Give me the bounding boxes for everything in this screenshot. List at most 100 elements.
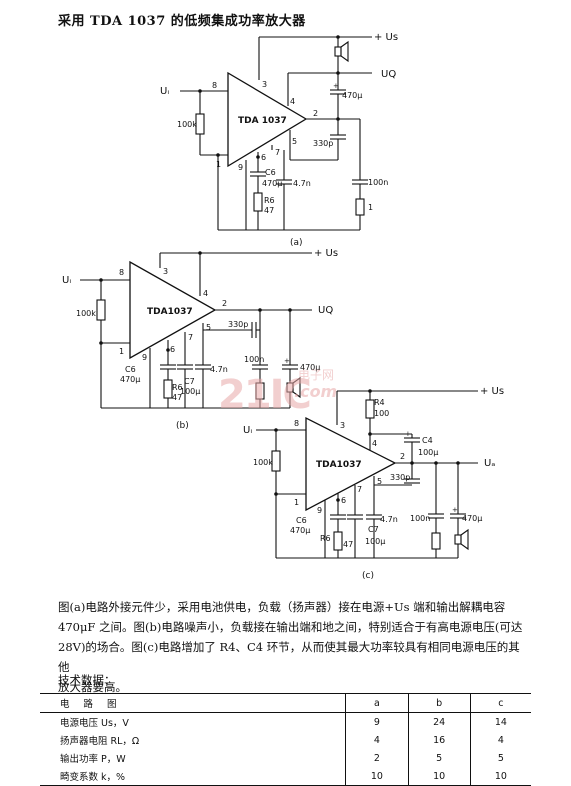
capacitor-label: 330p xyxy=(313,139,333,148)
pin-label: 1 xyxy=(119,347,124,356)
speaker-icon xyxy=(454,534,462,545)
table-header: 电路图 xyxy=(40,693,347,713)
table-cell: 5 xyxy=(407,749,471,767)
r4-label: R4 xyxy=(374,398,385,407)
capacitor-label: 330p xyxy=(390,473,410,482)
pin-label: 1 xyxy=(294,498,299,507)
c7-value: 100μ xyxy=(180,387,200,396)
resistor-1 xyxy=(355,198,365,216)
circuit-b: TDA1037 Uᵢ 8 100k 1 3 + Us 4 2 UQ 5 330p xyxy=(62,248,338,431)
pin-label: 6 xyxy=(341,496,346,505)
r6-label: R6 xyxy=(172,383,183,392)
pin-label: 4 xyxy=(372,439,377,448)
pin-label: 3 xyxy=(262,80,267,89)
c4-label: C4 xyxy=(422,436,433,445)
resistor-label: 1 xyxy=(368,203,373,212)
supply-label: + Us xyxy=(314,248,338,259)
table-cell: 5 xyxy=(469,749,531,767)
r6-value: 47 xyxy=(172,393,182,402)
pin-label: 6 xyxy=(261,153,266,162)
pin-label: 5 xyxy=(377,477,382,486)
speaker-icon xyxy=(334,46,342,57)
capacitor-label: 100n xyxy=(368,178,388,187)
pin-label: 7 xyxy=(275,148,280,157)
c6-label: C6 xyxy=(125,365,136,374)
table-row: 扬声器电阻 RL，Ω 4 16 4 xyxy=(40,731,531,749)
resistor-label: 100k xyxy=(253,458,273,467)
capacitor-label: 4.7n xyxy=(210,365,228,374)
pin-label: 8 xyxy=(294,419,299,428)
pin-label: 2 xyxy=(222,299,227,308)
amplifier-triangle xyxy=(305,416,397,512)
amplifier-triangle xyxy=(227,71,308,168)
resistor-100k xyxy=(195,113,205,135)
caption: (b) xyxy=(176,421,189,431)
resistor-r6 xyxy=(163,379,173,399)
c6-value: 470μ xyxy=(290,526,310,535)
circuit-a: TDA 1037 Uᵢ 8 100k 1 3 + Us 4 UQ + xyxy=(160,32,398,248)
capacitor-label: 470μ xyxy=(342,91,362,100)
c6-value: 470μ xyxy=(120,375,140,384)
resistor-label: 100k xyxy=(76,309,96,318)
supply-label: + Us xyxy=(480,386,504,397)
pin-label: 5 xyxy=(206,323,211,332)
pin-label: 9 xyxy=(317,506,322,515)
resistor-r6 xyxy=(333,531,343,551)
c7-value: 100μ xyxy=(365,537,385,546)
table-cell: 2 xyxy=(345,749,409,767)
capacitor-label: 100n xyxy=(410,514,430,523)
resistor-100k xyxy=(96,299,106,321)
table-cell: 14 xyxy=(469,712,531,731)
pin-label: 3 xyxy=(163,267,168,276)
table-row: 畸变系数 k，% 10 10 10 xyxy=(40,767,531,786)
table-cell: 输出功率 P，W xyxy=(40,749,347,767)
capacitor-label: 470μ xyxy=(300,363,320,372)
capacitor-label: 100n xyxy=(244,355,264,364)
speaker-icon xyxy=(286,382,294,393)
caption: (a) xyxy=(290,238,303,248)
c7-label: C7 xyxy=(368,525,379,534)
resistor-r4 xyxy=(365,399,375,419)
table-cell: 10 xyxy=(469,767,531,786)
amplifier-triangle xyxy=(129,260,217,360)
table-cell: 4 xyxy=(345,731,409,749)
description-line: 放大器要高。 xyxy=(58,680,127,694)
caption: (c) xyxy=(362,571,374,581)
resistor-1 xyxy=(255,382,265,400)
description-line: 470μF 之间。图(b)电路噪声小，负载接在输出端和地之间，特别适合于有高电源… xyxy=(58,620,523,634)
table-cell: 4 xyxy=(469,731,531,749)
circuit-diagrams: TDA 1037 Uᵢ 8 100k 1 3 + Us 4 UQ + xyxy=(62,32,504,581)
c7-label: C7 xyxy=(184,377,195,386)
svg-text:+: + xyxy=(333,82,339,90)
output-label: UQ xyxy=(381,69,396,80)
pin-label: 9 xyxy=(142,353,147,362)
description: 图(a)电路外接元件少，采用电池供电，负载（扬声器）接在电源+Us 端和输出解耦… xyxy=(58,597,528,697)
r6-label: R6 xyxy=(264,196,275,205)
r6-label: R6 xyxy=(320,534,331,543)
input-label: Uᵢ xyxy=(160,86,169,97)
c6-label: C6 xyxy=(296,516,307,525)
output-label: UQ xyxy=(318,305,333,316)
r6-value: 47 xyxy=(264,206,274,215)
table-header: a xyxy=(345,693,409,713)
svg-text:+: + xyxy=(284,357,290,365)
svg-text:+: + xyxy=(405,430,411,438)
page-title: 采用 TDA 1037 的低频集成功率放大器 xyxy=(58,14,306,29)
tech-data-label: 技术数据： xyxy=(58,673,116,687)
pin-label: 8 xyxy=(119,268,124,277)
pin-label: 4 xyxy=(203,289,208,298)
table-cell: 扬声器电阻 RL，Ω xyxy=(40,731,347,749)
ic-label: TDA 1037 xyxy=(238,116,287,126)
spec-table: 电路图 a b c 电源电压 Us，V 9 24 14 扬声器电阻 RL，Ω 4… xyxy=(40,693,531,786)
description-line: 28V)的场合。图(c)电路增加了 R4、C4 环节，从而使其最大功率较具有相同… xyxy=(58,640,520,674)
c6-value: 470μ xyxy=(262,179,282,188)
svg-text:+: + xyxy=(452,506,458,514)
pin-label: 9 xyxy=(238,163,243,172)
table-cell: 16 xyxy=(407,731,471,749)
r6-value: 47 xyxy=(343,540,353,549)
pin-label: 6 xyxy=(170,345,175,354)
table-row: 输出功率 P，W 2 5 5 xyxy=(40,749,531,767)
capacitor-label: 4.7n xyxy=(293,179,311,188)
pin-label: 2 xyxy=(400,452,405,461)
pin-label: 8 xyxy=(212,81,217,90)
